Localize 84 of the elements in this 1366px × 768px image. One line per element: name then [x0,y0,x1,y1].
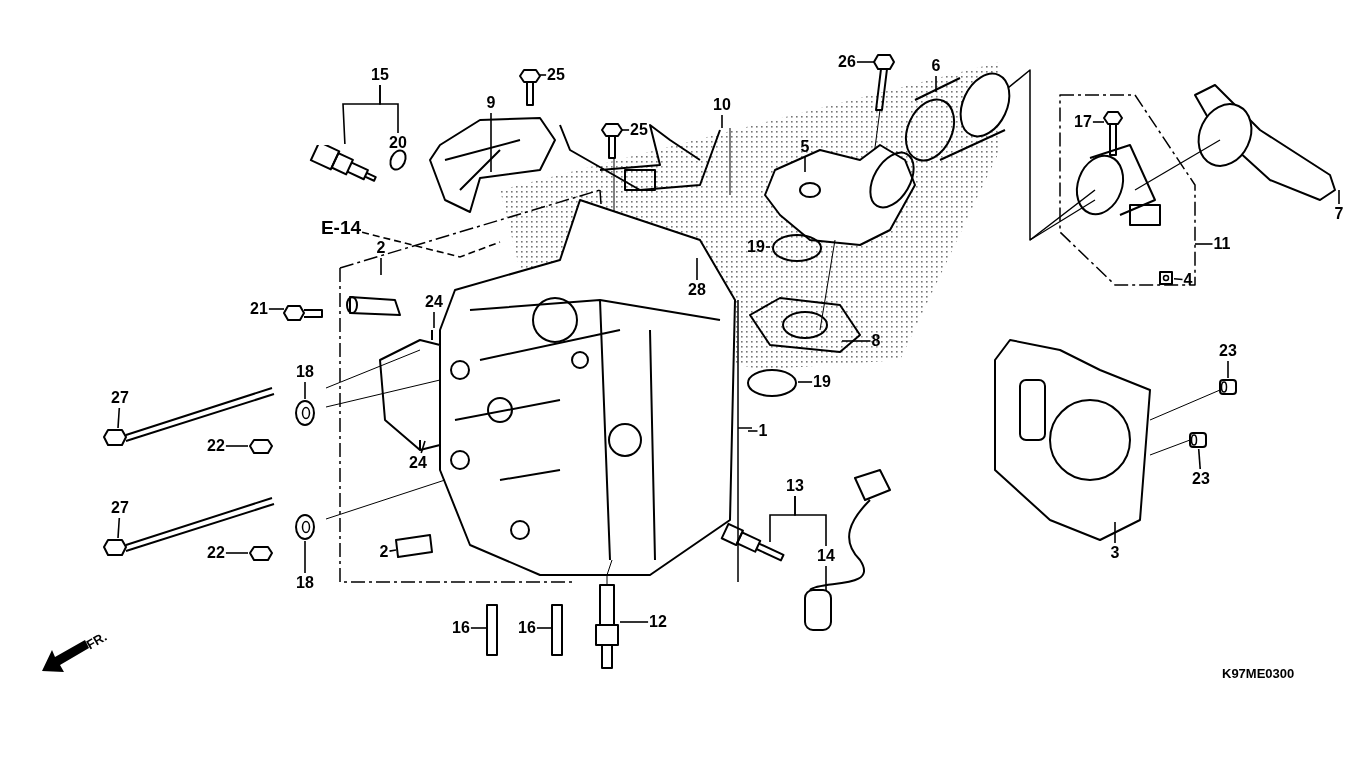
callout-number: 21 [250,300,268,318]
nut-drawing [1159,271,1173,285]
leader-line [797,381,813,383]
callout-number: 19 [747,238,765,256]
washer-drawing [295,400,315,426]
leader-line [1173,277,1184,281]
callout-number: 23 [1219,342,1237,360]
leader-line [765,246,771,248]
callout-number: 15 [371,66,389,84]
callout-number: 18 [296,574,314,592]
reference-label: E-14 [320,216,362,238]
callout-number: 2 [376,239,386,257]
leader-line [379,84,399,134]
leader-line [361,231,501,258]
callout-number: 11 [1213,235,1231,253]
callout-number: 27 [111,389,129,407]
callout-number: 18 [296,363,314,381]
leader-line [388,549,397,552]
leader-line [536,627,553,629]
leader-line [794,495,827,547]
washer-drawing [295,514,315,540]
callout-number: 28 [688,281,706,299]
leader-line [539,74,547,76]
callout-number: 20 [389,134,407,152]
dowel-pin-drawing [1189,432,1207,448]
callout-number: 19 [813,373,831,391]
leader-line [856,61,875,63]
leader-line [420,440,426,454]
callout-number: 3 [1110,544,1120,562]
leader-line [1194,243,1214,245]
leader-line [1197,448,1201,470]
part-code: K97ME0300 [1222,667,1295,680]
callout-number: 16 [452,619,470,637]
callout-number: 9 [486,94,496,112]
callout-number: 10 [713,96,731,114]
callout-number: 26 [838,53,856,71]
callout-number: 13 [786,477,804,495]
callout-number: 25 [630,121,648,139]
callout-number: 1 [758,422,768,440]
leader-line [747,430,759,432]
callout-number: 24 [425,293,443,311]
leader-line [304,381,306,400]
callout-number: 16 [518,619,536,637]
leader-line [804,156,806,173]
leader-line [935,75,937,93]
leader-line [621,129,630,131]
nut-drawing [249,545,273,561]
callout-number: 14 [817,547,835,565]
leader-line [117,407,121,429]
nut-drawing [249,438,273,454]
leader-line [490,112,492,173]
leader-line [470,627,488,629]
leader-line [268,308,285,310]
leader-line [433,311,435,329]
leader-line [117,517,121,539]
leader-line [619,621,649,623]
leader-line [1338,189,1340,205]
callout-number: 17 [1074,113,1092,131]
leader-line [1092,121,1105,123]
leader-line [225,552,249,554]
leader-line [696,257,698,281]
direction-label: FR. [84,629,109,652]
callout-number: 25 [547,66,565,84]
leader-line [225,445,249,447]
callout-number: 4 [1183,271,1193,289]
leader-line [1227,360,1229,379]
callout-number: 23 [1192,470,1210,488]
dowel-pin-drawing [1219,379,1237,395]
leader-line [841,340,872,342]
callout-number: 22 [207,544,225,562]
callout-number: 5 [800,138,810,156]
callout-number: 2 [379,543,389,561]
callout-number: 7 [1334,205,1344,223]
callout-number: 27 [111,499,129,517]
leader-line [1114,521,1116,544]
leader-line [825,565,827,591]
leader-line [304,540,306,574]
callout-number: 22 [207,437,225,455]
leader-line [721,114,723,129]
leader-line [380,257,382,276]
callout-number: 8 [871,332,881,350]
callout-number: 12 [649,613,667,631]
callout-number: 6 [931,57,941,75]
callout-number: 24 [409,454,427,472]
